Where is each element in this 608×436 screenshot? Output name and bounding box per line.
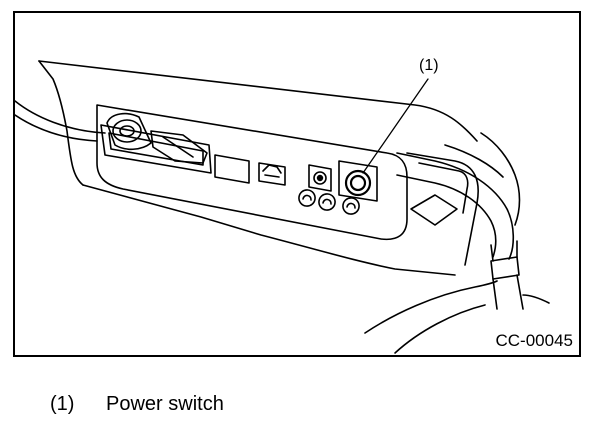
connector-plug (106, 112, 152, 151)
legend-number: (1) (50, 393, 75, 415)
mounting-bracket (396, 152, 515, 260)
rectangular-port (214, 154, 250, 184)
modular-jack (258, 162, 286, 186)
cable-clip (490, 256, 520, 280)
callout-leader (362, 78, 429, 174)
side-slot (410, 194, 458, 226)
lower-cable (492, 274, 524, 310)
legend-label: Power switch (106, 393, 224, 415)
unit-bottom-edge (82, 184, 456, 276)
connector-latch (150, 130, 208, 164)
round-socket (298, 189, 316, 207)
unit-top-edge (38, 60, 478, 142)
power-switch (344, 169, 372, 197)
rear-panel-outline (96, 104, 408, 241)
main-connector (100, 124, 212, 174)
round-socket (318, 193, 336, 211)
figure-code: CC-00045 (495, 331, 574, 350)
unit-left-end (38, 60, 84, 186)
cd-changer-illustration (15, 60, 550, 354)
dc-socket (308, 164, 332, 192)
callout-label: (1) (419, 57, 439, 74)
legend-item-power-switch: (1) Power switch (50, 392, 224, 416)
figure-frame: (1) CC-00045 (13, 11, 581, 357)
power-switch-housing (338, 160, 378, 202)
round-socket (342, 197, 360, 215)
upper-cable (15, 100, 106, 134)
